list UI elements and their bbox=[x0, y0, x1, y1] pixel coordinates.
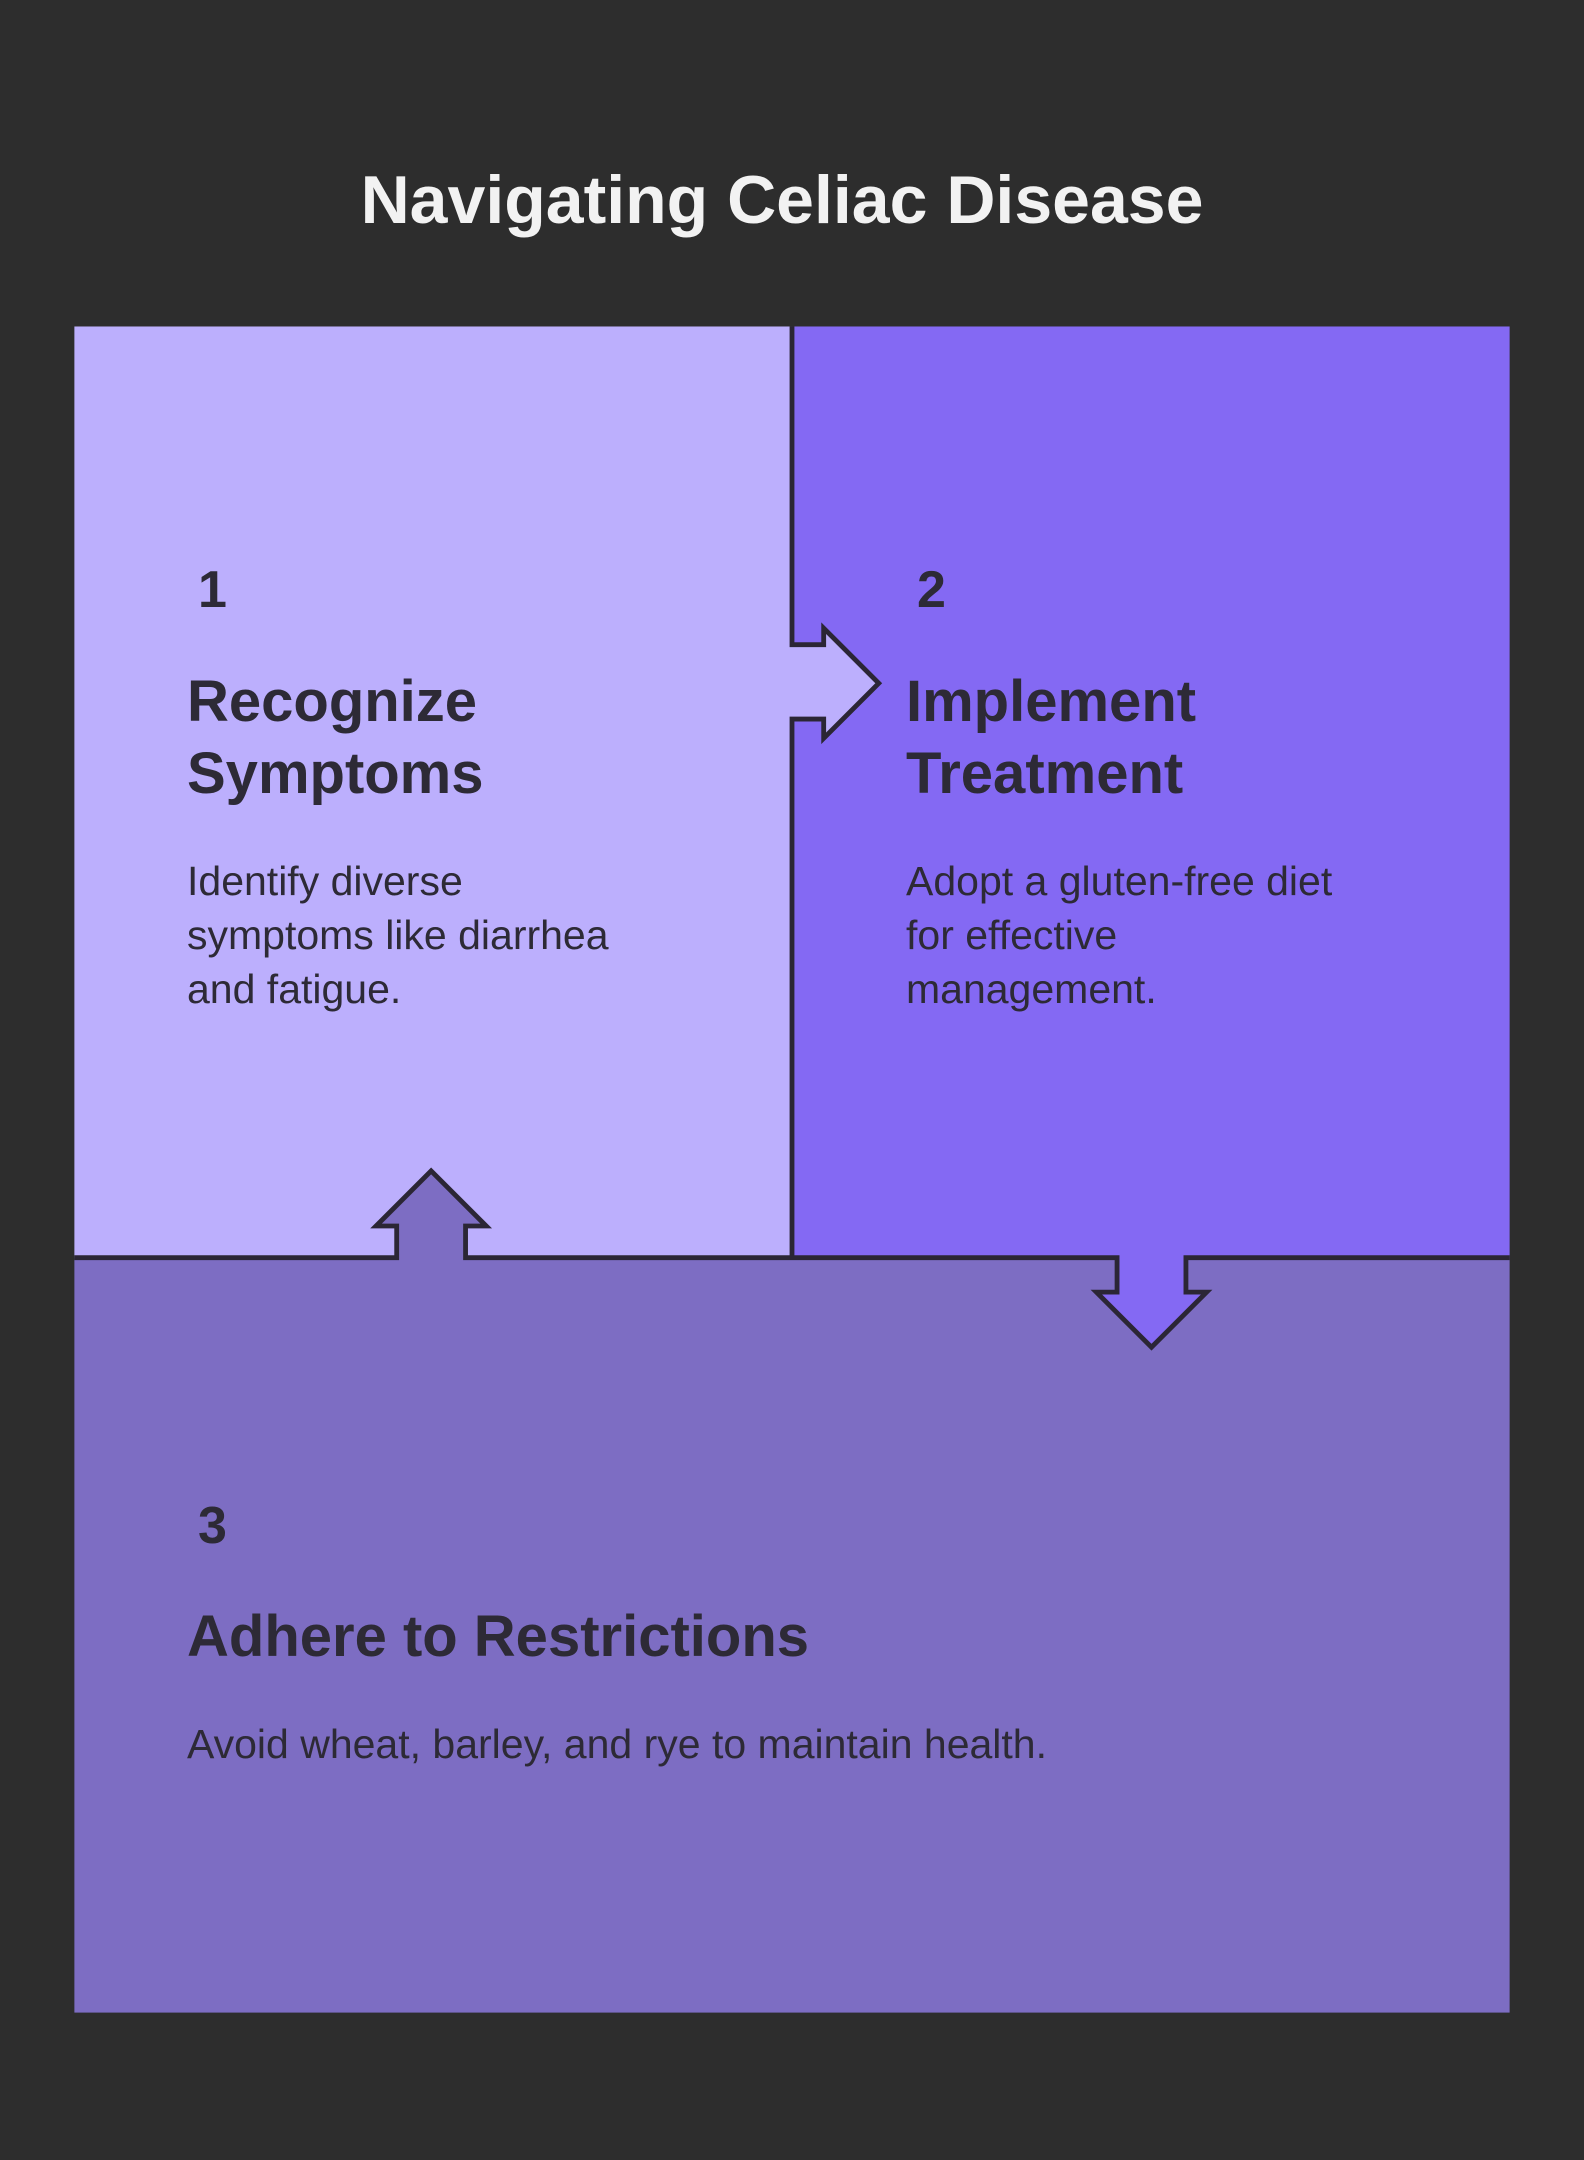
step-1-number: 1 bbox=[198, 561, 227, 619]
heading-line: Symptoms bbox=[187, 741, 484, 806]
body-line: for effective bbox=[906, 912, 1118, 958]
heading-line: Adhere to Restrictions bbox=[187, 1604, 809, 1669]
arrow-down-icon bbox=[1096, 1254, 1207, 1348]
heading-line: Treatment bbox=[906, 741, 1184, 806]
heading-line: Recognize bbox=[187, 669, 478, 734]
step-2-number: 2 bbox=[917, 561, 946, 619]
step-1-heading: Recognize Symptoms bbox=[187, 666, 484, 810]
divider-horizontal bbox=[74, 1167, 1510, 1351]
step-3-number: 3 bbox=[198, 1497, 227, 1555]
diagram-title: Navigating Celiac Disease bbox=[360, 162, 1204, 238]
arrow-right-icon bbox=[789, 628, 879, 739]
step-3-description: Avoid wheat, barley, and rye to maintain… bbox=[187, 1717, 1047, 1771]
panel-step-3 bbox=[74, 1257, 1510, 2013]
step-1-description: Identify diverse symptoms like diarrhea … bbox=[187, 854, 609, 1016]
body-line: Adopt a gluten-free diet bbox=[906, 858, 1333, 904]
body-line: management. bbox=[906, 966, 1157, 1012]
step-2-heading: Implement Treatment bbox=[906, 666, 1196, 810]
panel-step-2 bbox=[792, 326, 1510, 1258]
heading-line: Implement bbox=[906, 669, 1197, 734]
divider-vertical bbox=[789, 326, 883, 1258]
body-line: Identify diverse bbox=[187, 858, 463, 904]
body-line: Avoid wheat, barley, and rye to maintain… bbox=[187, 1721, 1047, 1767]
panel-step-1 bbox=[74, 326, 792, 1258]
body-line: symptoms like diarrhea bbox=[187, 912, 609, 958]
step-3-heading: Adhere to Restrictions bbox=[187, 1601, 809, 1673]
arrow-up-icon bbox=[376, 1170, 487, 1261]
body-line: and fatigue. bbox=[187, 966, 402, 1012]
step-2-description: Adopt a gluten-free diet for effective m… bbox=[906, 854, 1332, 1016]
